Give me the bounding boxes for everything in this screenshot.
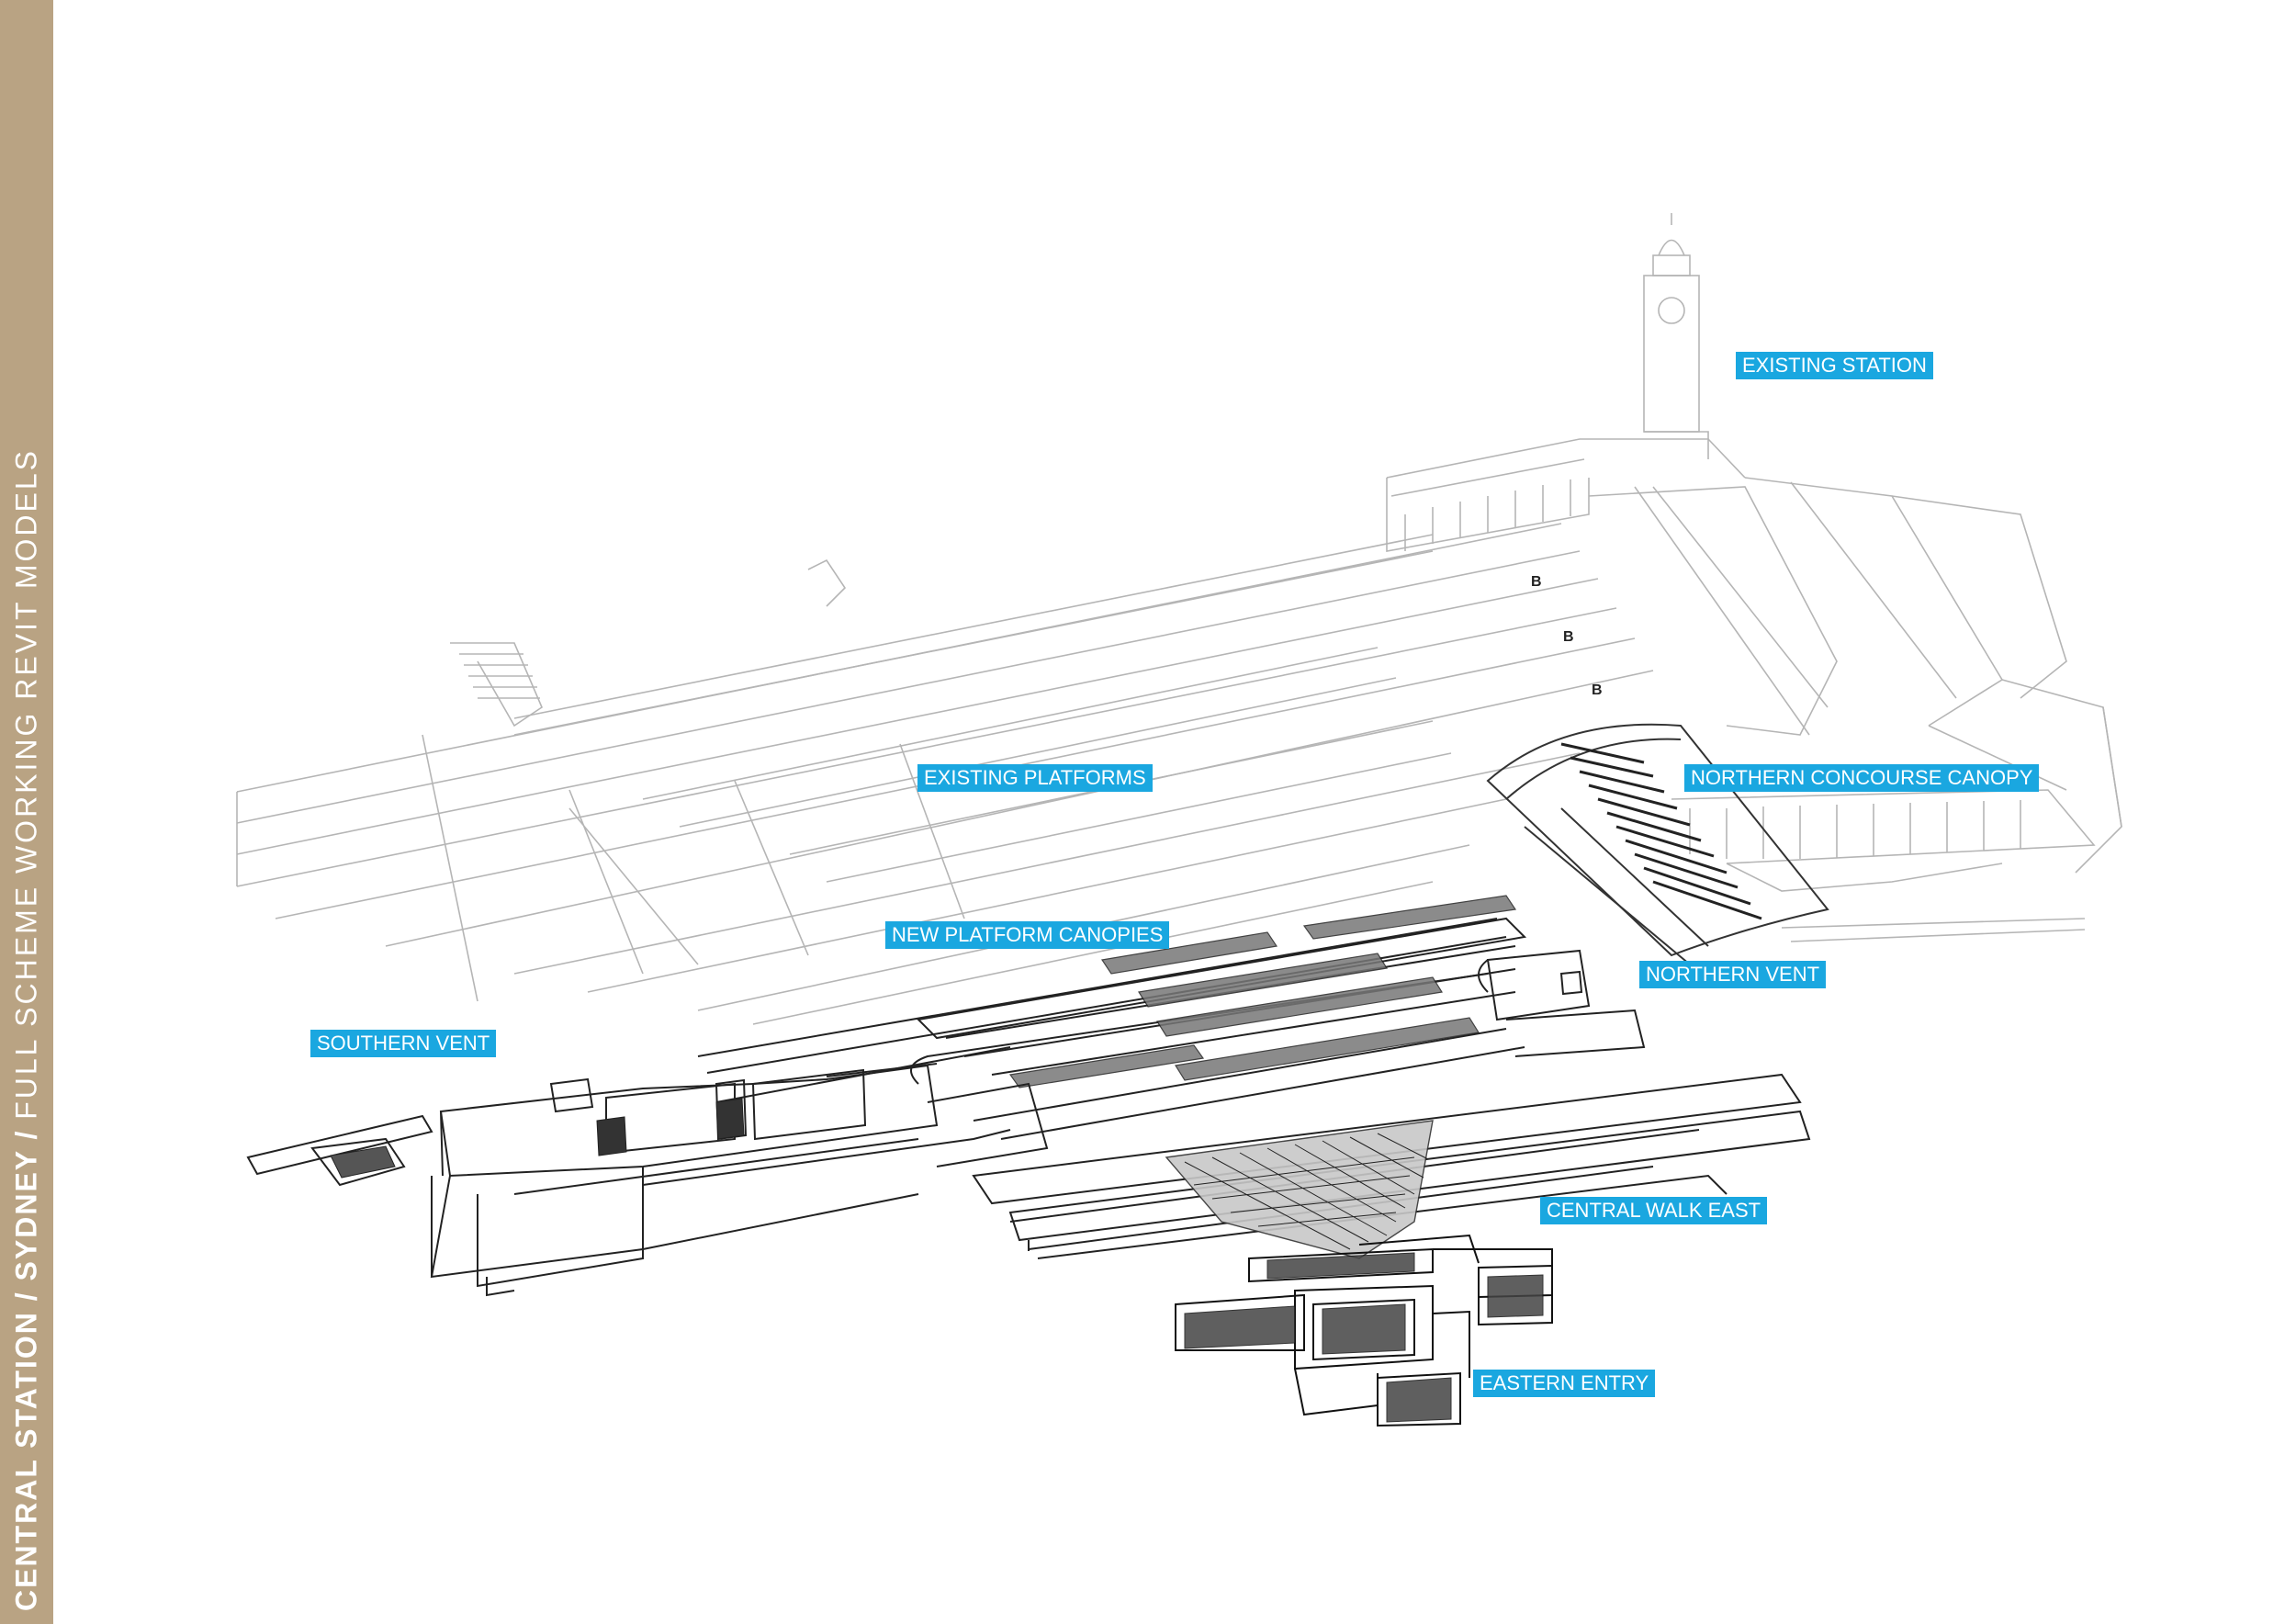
label-existing-station: EXISTING STATION xyxy=(1736,352,1933,379)
label-southern-vent: SOUTHERN VENT xyxy=(310,1030,497,1057)
label-eastern-entry: EASTERN ENTRY xyxy=(1473,1370,1656,1397)
sidebar-band: CENTRAL STATION / SYDNEY / FULL SCHEME W… xyxy=(0,0,53,1624)
label-northern-vent: NORTHERN VENT xyxy=(1639,961,1827,988)
northern-concourse-canopy-linework xyxy=(1486,723,1829,965)
eastern-entry-dark-fill xyxy=(1184,1252,1544,1423)
label-central-walk-east: CENTRAL WALK EAST xyxy=(1540,1197,1768,1224)
eastern-entry-linework xyxy=(1175,1234,1553,1427)
northern-vent-linework xyxy=(1478,949,1646,1057)
svg-text:B: B xyxy=(1592,682,1603,698)
label-existing-platforms: EXISTING PLATFORMS xyxy=(917,764,1153,792)
existing-station-b-markers: B B B xyxy=(1531,574,1603,698)
label-new-platform-canopies: NEW PLATFORM CANOPIES xyxy=(885,921,1170,949)
svg-text:B: B xyxy=(1531,574,1542,590)
existing-platforms-linework xyxy=(236,523,1654,1025)
label-northern-concourse-canopy: NORTHERN CONCOURSE CANOPY xyxy=(1684,764,2040,792)
canopy-panels xyxy=(1008,895,1517,1088)
existing-station-linework xyxy=(450,213,2122,942)
canopy-ribs xyxy=(1560,742,1762,920)
southern-vent-dark-panels xyxy=(330,1098,745,1179)
central-walk-east-hatch xyxy=(1184,1133,1429,1250)
southern-vent-linework xyxy=(246,1063,1049,1297)
svg-text:B: B xyxy=(1563,629,1574,645)
